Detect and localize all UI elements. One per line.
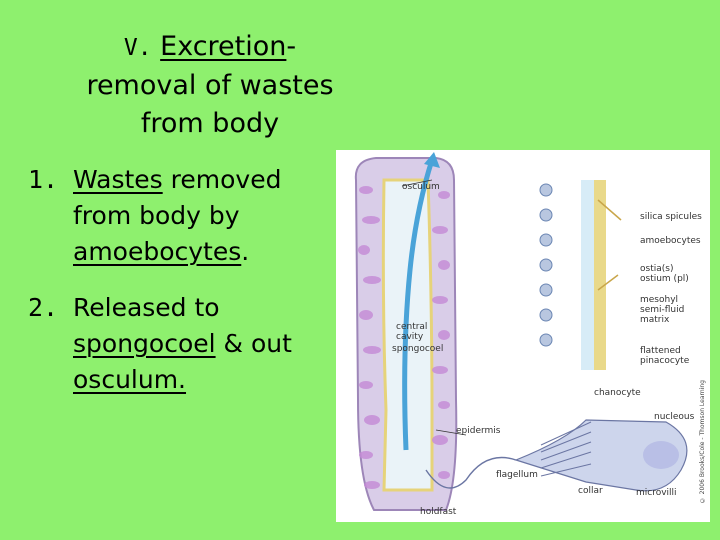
label-collar: collar [578, 486, 603, 496]
label-ostia: ostia(s) ostium (pl) [640, 264, 689, 284]
label-central-cavity: central cavity [396, 322, 428, 342]
label-flagellum: flagellum [496, 470, 538, 480]
title-term: Excretion [160, 31, 287, 62]
title-line-3: from body [140, 108, 280, 139]
sponge-diagram: osculum central cavity spongocoel silica… [336, 150, 710, 522]
item1-rest1: removed [170, 165, 282, 194]
label-amoebocytes: amoebocytes [640, 236, 701, 246]
item2-line1: Released to [73, 293, 220, 322]
title-line-2: removal of wastes [86, 70, 334, 101]
label-spongocoel: spongocoel [392, 344, 444, 354]
label-chanocyte: chanocyte [594, 388, 641, 398]
label-mesohyl: mesohyl semi-fluid matrix [640, 295, 685, 325]
label-flattened-pinacocyte: flattened pinacocyte [640, 346, 690, 366]
osculum-term: osculum. [73, 365, 187, 394]
label-nucleous: nucleous [654, 412, 695, 422]
label-holdfast: holdfast [420, 507, 457, 517]
label-osculum: osculum [402, 182, 440, 192]
sponge-illustration [354, 152, 706, 511]
list-item-number: 1. [28, 165, 59, 194]
label-microvilli: microvilli [636, 488, 677, 498]
slide-title: V. Excretion- removal of wastes from bod… [60, 28, 360, 143]
bullet-list: 1. Wastes removed from body by amoebocyt… [28, 162, 338, 418]
item1-line2: from body by [73, 201, 240, 230]
spongocoel-term: spongocoel [73, 329, 216, 358]
wastes-term: Wastes [73, 165, 163, 194]
list-item: 2. Released to spongocoel & out osculum. [28, 290, 338, 398]
label-silica-spicules: silica spicules [640, 212, 702, 222]
copyright-note: © 2006 Brooks/Cole - Thomson Learning [699, 380, 706, 504]
amoebocytes-term: amoebocytes [73, 237, 242, 266]
item2-rest2: & out [223, 329, 292, 358]
list-item: 1. Wastes removed from body by amoebocyt… [28, 162, 338, 270]
title-dash: - [286, 31, 297, 62]
section-number: V. [123, 35, 152, 61]
item1-end: . [241, 237, 250, 266]
label-epidermis: epidermis [456, 426, 501, 436]
list-item-number: 2. [28, 293, 59, 322]
